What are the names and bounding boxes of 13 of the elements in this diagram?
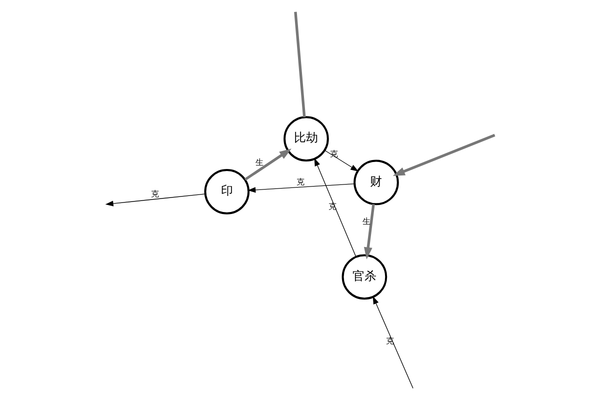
arrow bbox=[247, 183, 354, 193]
connector bbox=[294, 12, 306, 118]
node-circle: 官杀 bbox=[341, 254, 387, 300]
node-circle: 印 bbox=[204, 169, 250, 214]
arrow bbox=[392, 134, 495, 176]
arrow bbox=[324, 150, 358, 172]
arrow bbox=[363, 204, 374, 260]
arrow bbox=[314, 158, 356, 258]
arrow bbox=[372, 296, 413, 389]
node-circle: 比劫 bbox=[283, 116, 328, 162]
arrow bbox=[104, 194, 206, 206]
node-circle: 财 bbox=[353, 160, 398, 206]
arrow bbox=[244, 148, 291, 181]
